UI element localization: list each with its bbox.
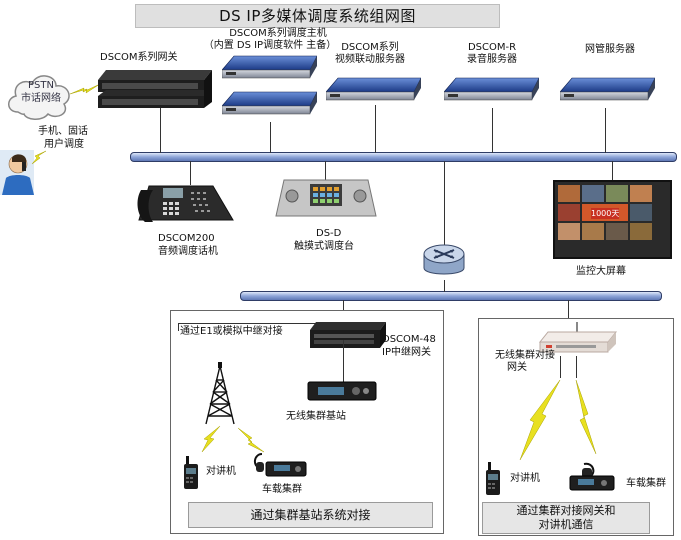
dscom-48-gateway-device [310, 322, 386, 348]
connector-line [444, 161, 445, 245]
dispatch-host-label-line2: （内置 DS IP调度软件 主备） [203, 40, 337, 51]
connector-line [612, 161, 613, 181]
left-walkie-label: 对讲机 [206, 466, 236, 477]
trunk-text: 通过E1或模拟中继对接 [180, 326, 283, 337]
right-gateway-label-line1: 无线集群对接 [495, 350, 555, 361]
video-server-label-line1: DSCOM系列 [341, 42, 399, 53]
video-tile [606, 185, 628, 202]
video-tile [558, 204, 580, 221]
base-station-radio [307, 381, 377, 401]
console-label-line1: DS-D [316, 228, 342, 239]
walkie-talkie-icon [486, 462, 500, 495]
mobile-user-label-line1: 手机、固话 [38, 126, 88, 137]
right-area-caption-line1: 通过集群对接网关和 [516, 504, 616, 517]
record-server-label-line1: DSCOM-R [467, 42, 517, 53]
video-server [326, 77, 421, 101]
dispatch-host-server-primary [222, 55, 317, 79]
right-area-caption: 通过集群对接网关和 对讲机通信 [482, 502, 650, 534]
right-gateway-label-line2: 网关 [507, 362, 527, 373]
pstn-label-line1: PSTN [28, 80, 54, 91]
right-vehicle-label: 车载集群 [626, 478, 666, 489]
video-tile [630, 204, 652, 221]
gw48-label-line2: IP中继网关 [382, 347, 431, 358]
monitor-screen: 1000天 [553, 180, 672, 259]
left-area-caption: 通过集群基站系统对接 [188, 502, 433, 528]
screen-overlay-text: 1000天 [591, 208, 620, 219]
dispatch-host-label-line1: DSCOM系列调度主机 [229, 28, 327, 39]
connector-line [325, 161, 326, 181]
video-tile [606, 223, 628, 240]
lightning-icon [519, 379, 561, 461]
record-server-label-line2: 录音服务器 [467, 54, 517, 65]
phone-label-line1: DSCOM200 [158, 233, 215, 244]
radio-tower-icon [205, 362, 235, 425]
dispatch-phone-icon [137, 185, 234, 222]
record-server [444, 77, 539, 101]
connector-line [444, 280, 445, 292]
video-tile [630, 223, 652, 240]
lower-network-bus [240, 291, 662, 301]
left-area-caption-text: 通过集群基站系统对接 [250, 508, 371, 522]
antenna-line [560, 356, 561, 378]
touch-console-icon [275, 179, 377, 217]
video-tile [630, 185, 652, 202]
person-on-phone-icon [0, 150, 34, 195]
connector-line [178, 323, 179, 331]
lightning-icon [201, 425, 221, 453]
dispatch-host-server-backup [222, 91, 317, 115]
gw48-label-line1: DSCOM-48 [382, 334, 436, 345]
video-tile [558, 185, 580, 202]
antenna-line [576, 356, 577, 378]
right-walkie-label: 对讲机 [510, 473, 540, 484]
nms-server [560, 77, 655, 101]
screen-label: 监控大屏幕 [576, 266, 626, 277]
main-network-bus [130, 152, 677, 162]
left-vehicle-label: 车载集群 [262, 484, 302, 495]
connector-line [605, 108, 606, 153]
video-tile [582, 223, 604, 240]
right-gateway-area [478, 318, 674, 536]
gateway-label: DSCOM系列网关 [100, 52, 178, 63]
dscom-gateway-device [98, 70, 212, 108]
connector-line [568, 300, 569, 333]
walkie-talkie-icon [184, 456, 198, 489]
pstn-cloud-icon [8, 75, 70, 120]
vehicle-radio-icon [569, 462, 615, 491]
video-tile [558, 223, 580, 240]
phone-label-line2: 音频调度话机 [158, 246, 218, 257]
video-server-label-line2: 视频联动服务器 [335, 54, 405, 65]
base-station-label: 无线集群基站 [286, 411, 346, 422]
connector-line [190, 161, 191, 185]
connector-line [492, 108, 493, 153]
diagram-title: DS IP多媒体调度系统组网图 [135, 4, 500, 28]
lightning-icon [31, 150, 47, 165]
video-tile [582, 185, 604, 202]
console-label-line2: 触摸式调度台 [294, 241, 354, 252]
left-trunking-area [170, 310, 444, 534]
lightning-icon [237, 427, 265, 453]
vehicle-radio-icon [254, 453, 307, 477]
connector-line [160, 105, 161, 153]
connector-line [270, 122, 271, 153]
lightning-icon [575, 379, 597, 455]
mobile-user-label-line2: 用户调度 [44, 139, 84, 150]
connector-line [178, 323, 318, 324]
nms-server-label: 网管服务器 [585, 44, 635, 55]
wireless-trunk-gateway-device [538, 322, 618, 353]
right-area-caption-line2: 对讲机通信 [538, 518, 594, 531]
connector-line [375, 105, 376, 153]
pstn-label-line2: 市话网络 [21, 93, 61, 104]
router-icon [423, 244, 465, 275]
antenna-line [343, 340, 344, 384]
